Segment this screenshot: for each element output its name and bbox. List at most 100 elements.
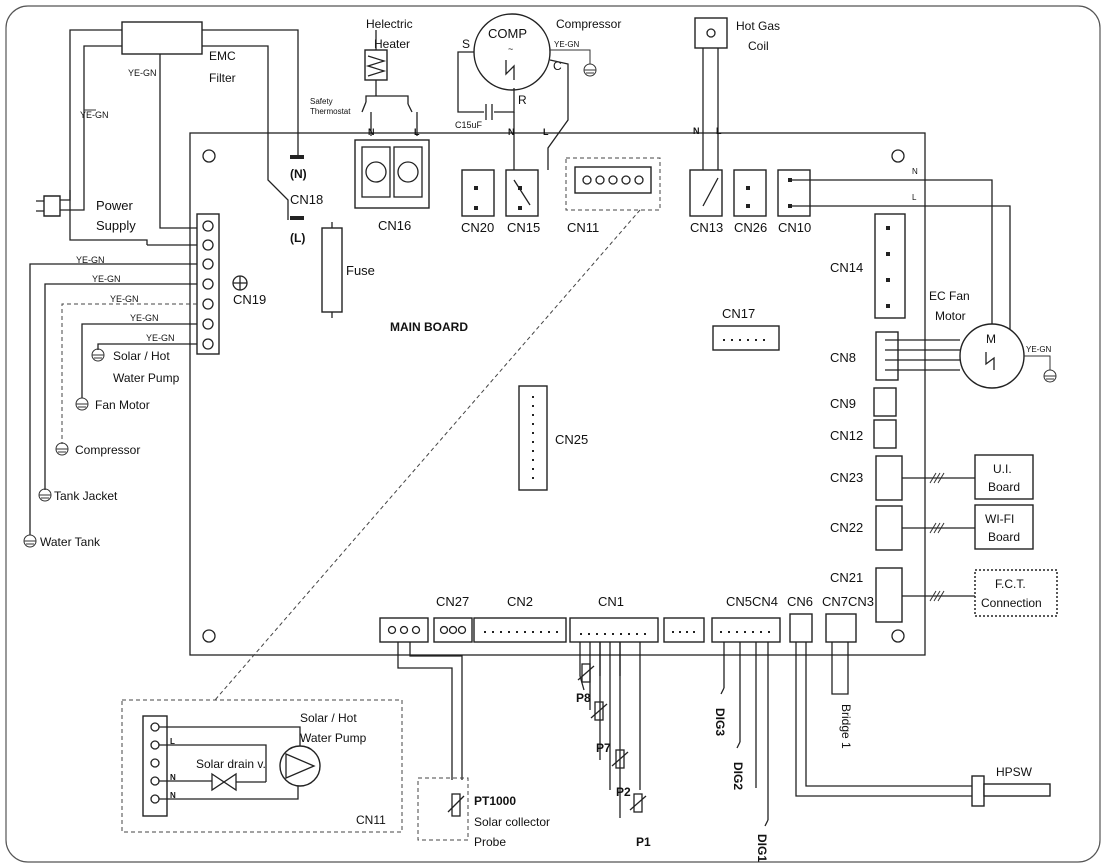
- ground-label-solar-pump: Solar / Hot: [113, 349, 170, 363]
- ui-board: [974, 454, 1034, 500]
- bus-hatch: [929, 472, 945, 484]
- hot-gas-coil-terminal: [706, 28, 716, 38]
- cn26-label: CN26: [734, 220, 767, 235]
- wire: [513, 179, 531, 206]
- wire-label-l: L: [912, 193, 917, 202]
- ground-icon: [583, 63, 597, 77]
- ground-icon: [1043, 369, 1057, 383]
- wire-label: YE-GN: [92, 274, 121, 284]
- solar-probe-connector: [379, 617, 429, 643]
- safety-thermostat-switch: [361, 101, 413, 113]
- thermistor-icon: [611, 749, 629, 769]
- cn17-label: CN17: [722, 306, 755, 321]
- cn21-label: CN21: [830, 570, 863, 585]
- bridge-wire: [831, 642, 849, 695]
- cn25-connector: [518, 385, 548, 491]
- fuse-label: Fuse: [346, 263, 375, 278]
- solar-pump-label: Water Pump: [300, 731, 367, 745]
- cn16-terminal: [365, 161, 387, 183]
- mount-hole: [891, 629, 905, 643]
- cn18-label: CN18: [290, 192, 323, 207]
- cn23-connector: [875, 455, 903, 501]
- solar-pump-label: Solar / Hot: [300, 711, 357, 725]
- cn19-terminals: [202, 220, 214, 350]
- cn15-label: CN15: [507, 220, 540, 235]
- wire: [550, 49, 591, 64]
- cn27-label: CN27: [436, 594, 469, 609]
- cn10-connector: [777, 169, 811, 217]
- ground-icon: [233, 276, 247, 290]
- wire: [202, 45, 289, 220]
- cn18-l-label: (L): [290, 231, 305, 245]
- hpsw-body: [983, 783, 1051, 797]
- probe-p2-label: P2: [616, 785, 631, 799]
- ground-label-solar-pump: Water Pump: [113, 371, 180, 385]
- ui-board-label: U.I.: [993, 462, 1012, 476]
- cn16-terminal: [397, 161, 419, 183]
- cn2-label: CN2: [507, 594, 533, 609]
- wire-label-l: L: [716, 126, 722, 136]
- connector: [663, 617, 705, 643]
- outer-frame: [5, 5, 1101, 863]
- cn1-label: CN1: [598, 594, 624, 609]
- solar-probe-label: Probe: [474, 835, 506, 849]
- wifi-board-label: WI-FI: [985, 512, 1014, 526]
- cn5-cn4-connector: [711, 617, 781, 643]
- probe-p8-label: P8: [576, 691, 591, 705]
- emc-filter-label: Filter: [209, 71, 236, 85]
- cn9-connector: [873, 387, 897, 417]
- pt1000-label: PT1000: [474, 794, 516, 808]
- wire: [702, 48, 719, 170]
- motor-protector-icon: [985, 352, 995, 370]
- cn11-label: CN11: [567, 220, 599, 235]
- bus-hatch: [929, 522, 945, 534]
- cn7cn3-label: CN7CN3: [822, 594, 874, 609]
- safety-thermostat-label: Thermostat: [310, 107, 351, 116]
- wire-label: YE-GN: [146, 333, 175, 343]
- thermistor-icon: [590, 701, 608, 721]
- wire-label: YE-GN: [130, 313, 159, 323]
- thermistor-icon: [577, 663, 595, 683]
- wifi-board: [974, 504, 1034, 550]
- wire: [60, 45, 122, 211]
- hpsw-switch: [971, 775, 985, 807]
- cn13-label: CN13: [690, 220, 723, 235]
- drain-valve-icon: [211, 772, 237, 792]
- wire: [547, 59, 569, 170]
- cn22-connector: [875, 505, 903, 551]
- power-supply-label: Supply: [96, 218, 136, 233]
- ground-icon: [91, 348, 105, 362]
- emc-filter-label: EMC: [209, 49, 236, 63]
- wire-label-n: N: [170, 773, 176, 782]
- ground-icon: [75, 397, 89, 411]
- cn11-pins: [582, 175, 644, 185]
- ground-label-water-tank: Water Tank: [40, 535, 101, 549]
- comp-label: COMP: [488, 26, 527, 41]
- heater-coil-icon: [365, 55, 387, 77]
- fan-motor-wires: [885, 339, 960, 371]
- hpsw-wires: [795, 642, 972, 797]
- cn6-connector: [789, 613, 813, 643]
- cn16-cell: [361, 146, 391, 198]
- cn11-inset-label: CN11: [356, 813, 386, 827]
- wire: [159, 54, 205, 229]
- cn6-label: CN6: [787, 594, 813, 609]
- cn16-label: CN16: [378, 218, 411, 233]
- probe-p1-label: P1: [636, 835, 651, 849]
- wire-label-s: S: [462, 37, 470, 51]
- cn12-label: CN12: [830, 428, 863, 443]
- wire: [69, 190, 148, 245]
- tilde-icon: ~: [508, 44, 513, 54]
- probe-wires: [397, 642, 463, 780]
- ground-label-fan-motor: Fan Motor: [95, 398, 150, 412]
- cn9-label: CN9: [830, 396, 856, 411]
- cn22-label: CN22: [830, 520, 863, 535]
- power-plug-icon: [43, 195, 61, 217]
- wire-label: YE-GN: [80, 110, 109, 120]
- wire: [29, 263, 197, 535]
- cn11-connector: [574, 166, 652, 194]
- mount-hole: [202, 629, 216, 643]
- ground-icon: [23, 534, 37, 548]
- fct-label: F.C.T.: [995, 577, 1026, 591]
- cn25-label: CN25: [555, 432, 588, 447]
